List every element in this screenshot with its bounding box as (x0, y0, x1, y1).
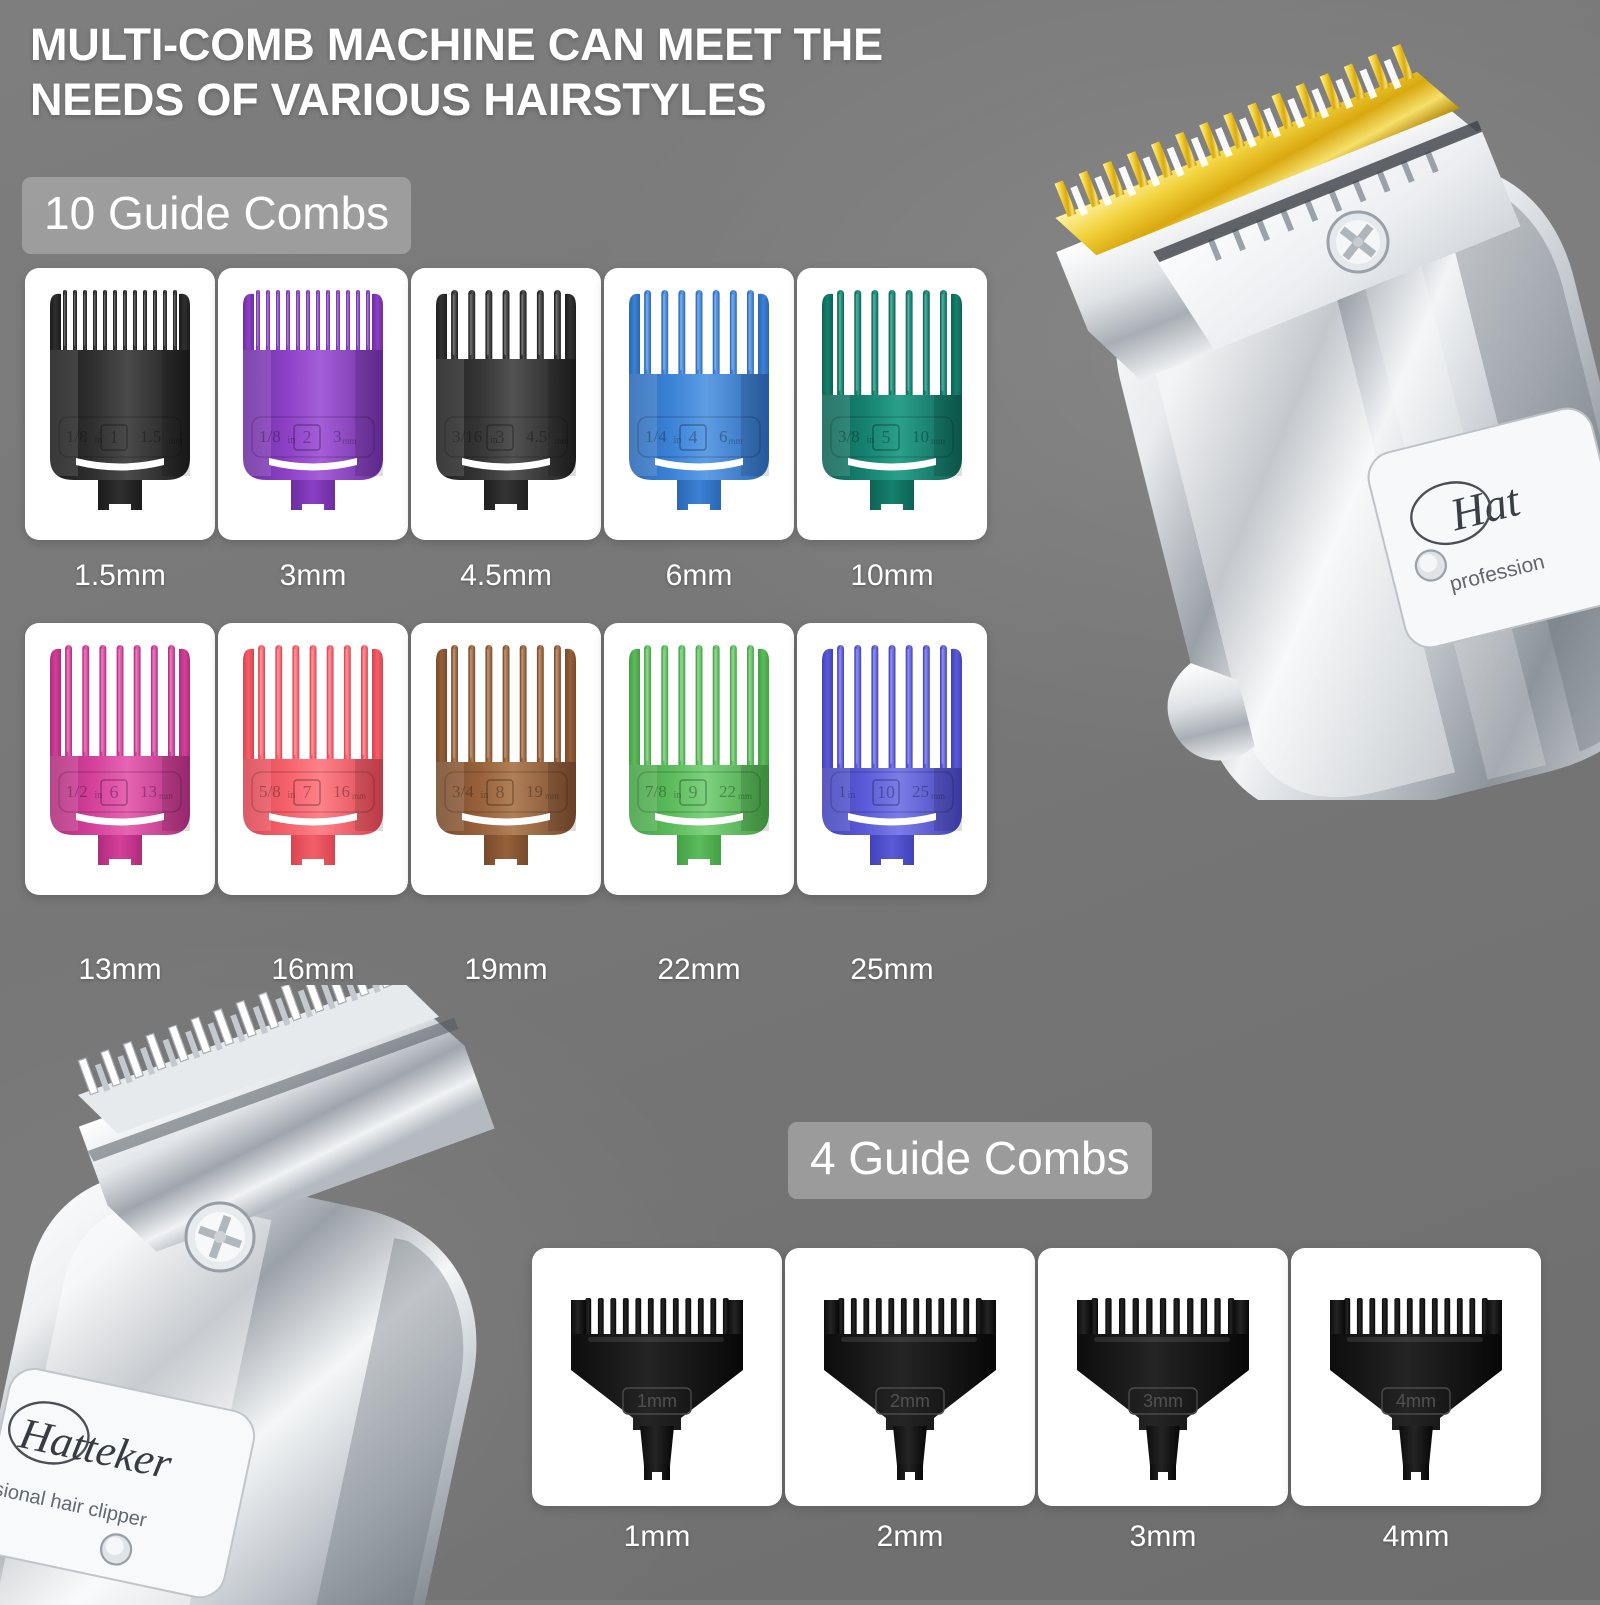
svg-text:mm: mm (729, 436, 743, 446)
mini-comb-emboss: 2mm (890, 1391, 930, 1411)
svg-text:in: in (490, 435, 498, 446)
comb-caption: 1.5mm (74, 559, 166, 592)
svg-text:9: 9 (689, 782, 698, 802)
svg-text:in: in (674, 435, 682, 446)
mini-comb-emboss: 4mm (1396, 1391, 1436, 1411)
mini-comb-card[interactable]: 4mm (1291, 1248, 1541, 1506)
comb-card[interactable]: 5/8 in 7 16 mm (218, 623, 408, 895)
comb-card[interactable]: 1/4 in 4 6 mm (604, 268, 794, 540)
mini-comb-card[interactable]: 1mm (532, 1248, 782, 1506)
svg-text:in: in (848, 790, 856, 801)
mini-comb-card[interactable]: 2mm (785, 1248, 1035, 1506)
svg-text:in: in (95, 435, 103, 446)
svg-text:10: 10 (877, 782, 895, 802)
svg-text:1: 1 (110, 427, 119, 447)
section-badge-4-guide-combs: 4 Guide Combs (788, 1122, 1152, 1199)
headline-line-2: NEEDS OF VARIOUS HAIRSTYLES (30, 73, 767, 125)
mini-comb-caption: 1mm (623, 1520, 691, 1553)
svg-text:19: 19 (526, 782, 543, 801)
comb-card[interactable]: 1/8 in 2 3 mm (218, 268, 408, 540)
svg-text:16: 16 (333, 782, 350, 801)
svg-text:mm: mm (169, 436, 183, 446)
screw-icon (184, 1201, 256, 1273)
comb-caption: 25mm (850, 953, 934, 986)
svg-text:4: 4 (689, 427, 698, 447)
section-badge-10-guide-combs: 10 Guide Combs (22, 177, 412, 254)
comb-card[interactable]: 3/8 in 5 10 mm (797, 268, 987, 540)
comb-card[interactable]: 1/8 in 1 1.5 mm (25, 268, 215, 540)
screw-icon (1326, 210, 1390, 274)
svg-text:13: 13 (140, 782, 157, 801)
svg-text:5/8: 5/8 (259, 782, 281, 801)
svg-text:mm: mm (931, 436, 945, 446)
comb-caption: 13mm (78, 953, 162, 986)
clipper-top-right: Hat profession (990, 10, 1600, 800)
comb-caption: 16mm (271, 953, 355, 986)
comb-card[interactable]: 3/4 in 8 19 mm (411, 623, 601, 895)
page-title: MULTI-COMB MACHINE CAN MEET THE NEEDS OF… (30, 18, 1090, 128)
svg-text:mm: mm (931, 791, 945, 801)
svg-text:in: in (867, 435, 875, 446)
comb-card[interactable]: 1 in 10 25 mm (797, 623, 987, 895)
svg-text:6: 6 (110, 782, 119, 802)
svg-text:3/4: 3/4 (452, 782, 474, 801)
mini-comb-emboss: 1mm (637, 1391, 677, 1411)
svg-text:1.5: 1.5 (140, 427, 161, 446)
svg-text:5: 5 (882, 427, 891, 447)
comb-caption: 10mm (850, 559, 934, 592)
mini-comb-emboss: 3mm (1143, 1391, 1183, 1411)
comb-caption: 22mm (657, 953, 741, 986)
svg-text:1/8: 1/8 (66, 427, 88, 446)
svg-text:25: 25 (912, 782, 929, 801)
comb-caption: 4.5mm (460, 559, 552, 592)
comb-caption: 6mm (665, 559, 733, 592)
svg-text:1/8: 1/8 (259, 427, 281, 446)
mini-comb-card[interactable]: 3mm (1038, 1248, 1288, 1506)
svg-text:1/4: 1/4 (645, 427, 667, 446)
svg-text:6: 6 (719, 427, 728, 446)
svg-text:1/2: 1/2 (66, 782, 88, 801)
svg-text:in: in (674, 790, 682, 801)
svg-text:in: in (288, 435, 296, 446)
svg-text:mm: mm (343, 436, 357, 446)
svg-text:3/16: 3/16 (452, 427, 482, 446)
svg-text:8: 8 (496, 782, 505, 802)
svg-text:mm: mm (555, 436, 569, 446)
headline-line-1: MULTI-COMB MACHINE CAN MEET THE (30, 19, 883, 70)
comb-card[interactable]: 7/8 in 9 22 mm (604, 623, 794, 895)
svg-text:3: 3 (496, 427, 505, 447)
svg-text:in: in (481, 790, 489, 801)
comb-caption: 19mm (464, 953, 548, 986)
svg-text:3/8: 3/8 (838, 427, 860, 446)
svg-text:10: 10 (912, 427, 929, 446)
mini-comb-caption: 3mm (1129, 1520, 1197, 1553)
svg-text:in: in (95, 790, 103, 801)
clipper-bottom-left: Hatteker ssional hair clipper (0, 985, 590, 1605)
svg-text:1: 1 (838, 782, 847, 801)
svg-text:2: 2 (303, 427, 312, 447)
svg-text:mm: mm (159, 791, 173, 801)
mini-comb-caption: 2mm (876, 1520, 944, 1553)
svg-text:mm: mm (545, 791, 559, 801)
comb-caption: 3mm (279, 559, 347, 592)
mini-comb-caption: 4mm (1382, 1520, 1450, 1553)
svg-text:7/8: 7/8 (645, 782, 667, 801)
svg-text:mm: mm (352, 791, 366, 801)
svg-text:mm: mm (738, 791, 752, 801)
svg-text:4.5: 4.5 (526, 427, 547, 446)
comb-card[interactable]: 1/2 in 6 13 mm (25, 623, 215, 895)
svg-text:3: 3 (333, 427, 342, 446)
svg-text:22: 22 (719, 782, 736, 801)
comb-card[interactable]: 3/16 in 3 4.5 mm (411, 268, 601, 540)
svg-text:in: in (288, 790, 296, 801)
svg-text:7: 7 (303, 782, 312, 802)
